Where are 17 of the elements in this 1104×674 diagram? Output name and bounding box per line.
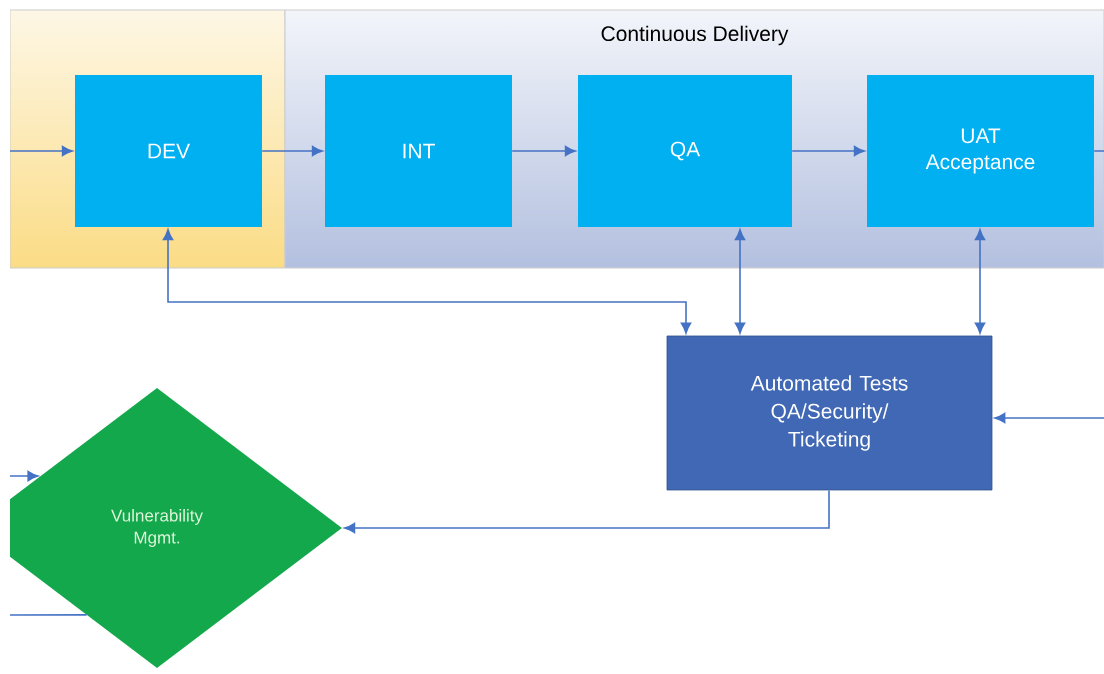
stage-box: UAT Acceptance	[867, 75, 1094, 227]
connector-line	[1093, 150, 1104, 152]
arrow	[10, 145, 73, 157]
arrow	[344, 489, 830, 534]
arrow	[162, 229, 692, 334]
arrow	[994, 412, 1104, 424]
process-box: Automated Tests QA/Security/ Ticketing	[666, 335, 993, 491]
connector-line	[10, 614, 88, 616]
arrow	[974, 229, 986, 334]
stage-box: DEV	[75, 75, 262, 227]
stage-box: INT	[325, 75, 512, 227]
arrow	[734, 229, 746, 334]
stage-box: QA	[578, 75, 792, 227]
arrow	[791, 145, 865, 157]
arrow	[261, 145, 323, 157]
arrow	[10, 470, 39, 482]
arrow	[511, 145, 576, 157]
